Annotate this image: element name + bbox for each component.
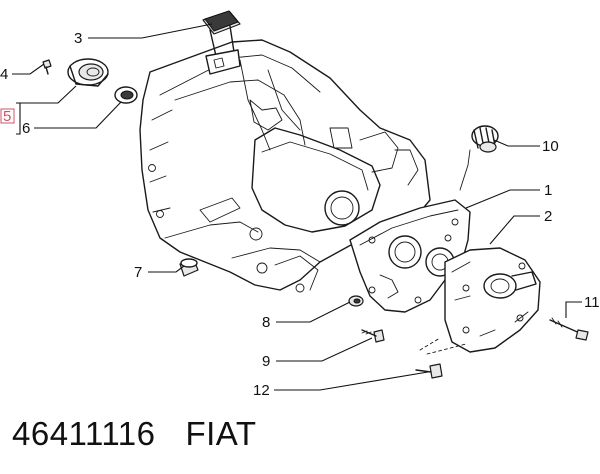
callout-5-highlight: 5 xyxy=(0,108,15,125)
plug-7 xyxy=(179,258,199,277)
part-footer: 46411116 FIAT xyxy=(12,414,257,454)
callout-3: 3 xyxy=(74,30,82,47)
breather-10 xyxy=(459,125,499,191)
callout-12: 12 xyxy=(253,382,270,399)
callout-9: 9 xyxy=(262,353,270,370)
bolt-12 xyxy=(415,363,443,379)
part-number: 46411116 xyxy=(12,415,156,452)
callout-6: 6 xyxy=(22,120,30,137)
callout-1: 1 xyxy=(544,182,552,199)
guide-sleeve-5 xyxy=(67,58,109,87)
callout-8: 8 xyxy=(262,314,270,331)
stud-11 xyxy=(549,317,589,341)
brand-name: FIAT xyxy=(185,415,257,452)
gearbox-housing xyxy=(139,10,431,293)
callout-11: 11 xyxy=(584,294,600,311)
callout-4: 4 xyxy=(0,66,8,83)
screw-4 xyxy=(42,59,52,75)
callout-2: 2 xyxy=(544,208,552,225)
nut-8 xyxy=(348,295,364,307)
callout-5: 5 xyxy=(3,108,11,125)
callout-10: 10 xyxy=(542,138,559,155)
rear-cover xyxy=(444,247,541,353)
leader-lines xyxy=(12,23,582,391)
callout-7: 7 xyxy=(134,264,142,281)
oil-seal-6 xyxy=(114,86,138,104)
bolt-9 xyxy=(361,329,385,343)
